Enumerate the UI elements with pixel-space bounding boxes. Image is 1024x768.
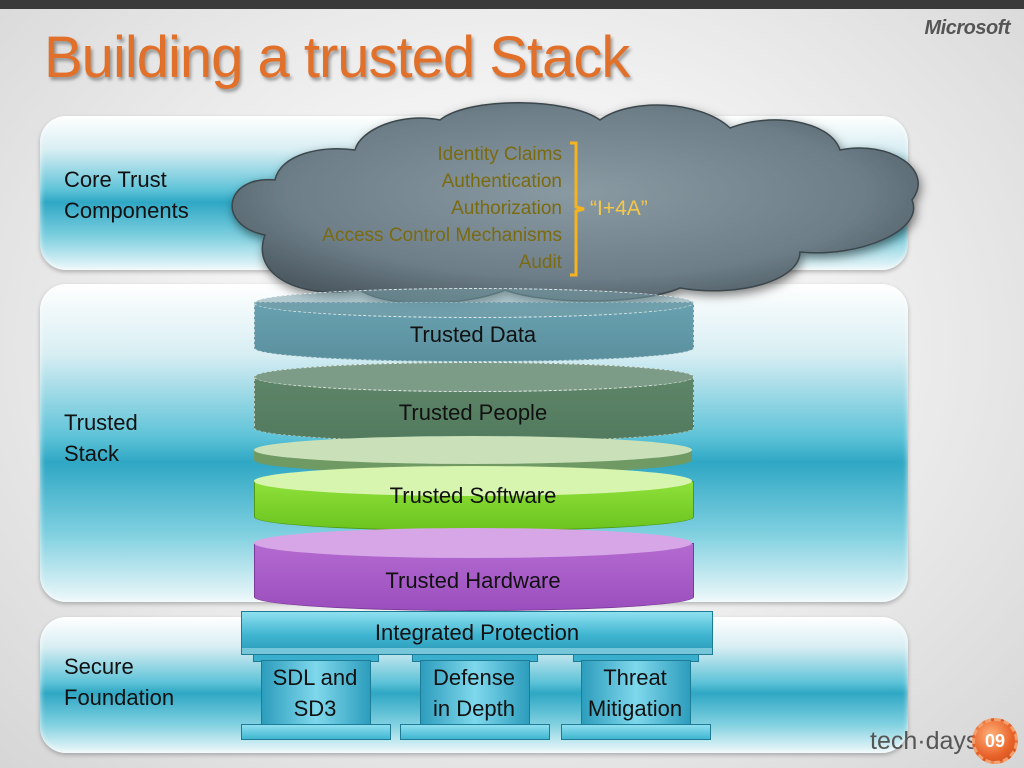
panel-label-line: Stack bbox=[64, 441, 120, 466]
cloud-item: Access Control Mechanisms bbox=[322, 225, 562, 246]
pillar-label: Threat Mitigation bbox=[561, 662, 709, 724]
i4a-label: “I+4A” bbox=[590, 197, 648, 220]
cloud-item: Identity Claims bbox=[437, 144, 562, 165]
pillar-label-line: SD3 bbox=[293, 696, 337, 721]
microsoft-logo: Microsoft bbox=[924, 17, 1011, 39]
brace-icon bbox=[570, 141, 585, 277]
disc-label: Trusted Hardware bbox=[385, 568, 561, 593]
pillar-threat: Threat Mitigation bbox=[561, 654, 711, 740]
panel-label-line: Components bbox=[64, 198, 189, 223]
disc-trusted-hardware: Trusted Hardware bbox=[254, 528, 694, 612]
cloud-item: Authorization bbox=[451, 198, 562, 219]
disc-label: Trusted Software bbox=[389, 483, 557, 508]
pillar-label-line: Threat bbox=[603, 665, 667, 690]
panel-label-line: Trusted bbox=[64, 410, 138, 435]
disc-label: Trusted Data bbox=[409, 322, 537, 347]
top-bar bbox=[0, 0, 1024, 9]
slide-title: Building a trusted Stack bbox=[44, 25, 630, 90]
pillar-label-line: SDL and bbox=[272, 665, 358, 690]
disc-trusted-data: Trusted Data bbox=[254, 288, 694, 362]
techdays-logo: tech·days bbox=[870, 727, 979, 755]
pillar-label-line: Mitigation bbox=[587, 696, 683, 721]
cloud-item: Audit bbox=[518, 252, 562, 273]
disc-trusted-software: Trusted Software bbox=[254, 466, 694, 532]
cloud-item: Authentication bbox=[441, 171, 562, 192]
pillar-label-line: in Depth bbox=[433, 696, 515, 721]
disc-label: Trusted People bbox=[398, 400, 548, 425]
pillar-label: Defense in Depth bbox=[400, 662, 548, 724]
cloud-item-list: Identity Claims Authentication Authoriza… bbox=[322, 141, 562, 276]
pillar-label-line: Defense bbox=[433, 665, 515, 690]
integrated-protection-plinth: Integrated Protection bbox=[241, 611, 713, 655]
panel-label-line: Core Trust bbox=[64, 167, 167, 192]
pillar-defense: Defense in Depth bbox=[400, 654, 550, 740]
pillar-label: SDL and SD3 bbox=[241, 662, 389, 724]
disc-trusted-people: Trusted People bbox=[254, 362, 694, 442]
badge-09-icon: 09 bbox=[972, 718, 1018, 764]
plinth-label: Integrated Protection bbox=[374, 620, 580, 645]
panel-label-line: Secure bbox=[64, 654, 134, 679]
panel-label-line: Foundation bbox=[64, 685, 175, 710]
pillar-sdl: SDL and SD3 bbox=[241, 654, 391, 740]
